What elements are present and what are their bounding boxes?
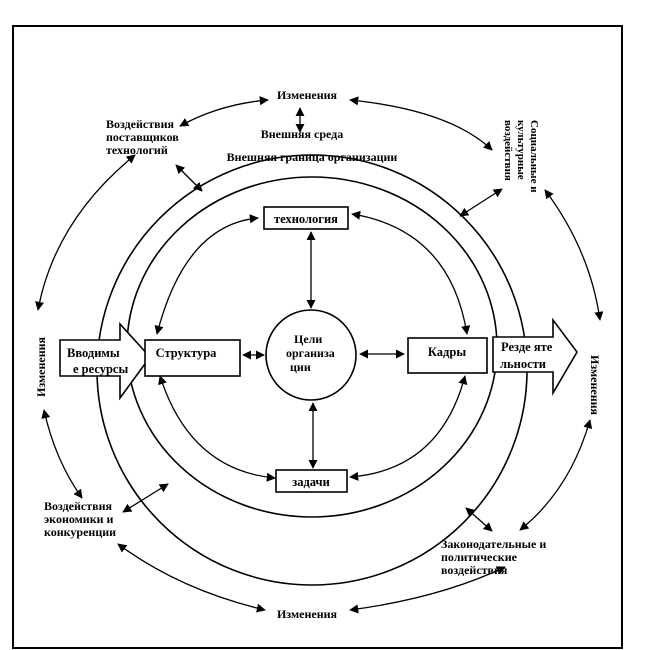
tasks-box xyxy=(275,469,348,493)
inner-arc-tech-structure xyxy=(154,214,259,335)
social-label-line1: Социальные и xyxy=(528,120,540,193)
legal-label-line2: политические xyxy=(441,550,518,564)
arc-top-left xyxy=(179,96,269,127)
social-label-line3: воздействия xyxy=(502,120,514,181)
economy-label-line2: экономики и xyxy=(44,512,114,526)
arc-left-upper xyxy=(35,154,136,311)
changes-left-label: Изменения xyxy=(34,336,48,397)
goals-circle xyxy=(265,309,357,401)
structure-box xyxy=(144,339,241,377)
structure-label: Структура xyxy=(156,346,218,360)
suppliers-label-line1: Воздействия xyxy=(106,117,175,131)
staff-box xyxy=(407,337,488,374)
social-label-line2: культурные xyxy=(515,120,527,180)
inner-arc-structure-tasks xyxy=(158,375,276,482)
changes-right-label: Изменения xyxy=(588,355,602,416)
arc-top-right xyxy=(349,96,493,151)
arrow-economy-boundary xyxy=(122,483,169,513)
arc-bottom-left xyxy=(117,543,266,613)
arrow-social-boundary xyxy=(459,188,503,217)
suppliers-label-line2: поставщиков xyxy=(106,130,179,144)
inputs-block-arrow xyxy=(59,321,152,401)
goals-label-line1: Цели xyxy=(294,332,322,346)
technology-box xyxy=(263,206,349,230)
external-environment-label: Внешняя среда xyxy=(261,127,344,141)
external-boundary-label: Внешняя граница организации xyxy=(227,150,398,164)
staff-label: Кадры xyxy=(428,345,466,359)
arc-left-lower xyxy=(41,409,83,499)
legal-label-line1: Законодательные и xyxy=(441,537,546,551)
goals-label-line3: ции xyxy=(290,360,311,374)
results-label-line2: льности xyxy=(500,357,546,371)
inner-arc-staff-tasks xyxy=(349,375,468,481)
arrow-suppliers-boundary xyxy=(175,164,203,192)
inputs-label-line1: Вводимы xyxy=(67,346,120,360)
technology-label: технология xyxy=(274,212,338,226)
legal-label-line3: воздействия xyxy=(441,563,508,577)
arc-right-lower xyxy=(519,419,593,531)
inputs-label-line2: е ресурсы xyxy=(73,362,128,376)
goals-label-line2: организа xyxy=(286,346,335,360)
social-label: Социальные и культурные воздействия xyxy=(502,120,540,193)
economy-label-line3: конкуренции xyxy=(44,525,116,539)
tasks-label: задачи xyxy=(292,475,330,489)
results-block-arrow xyxy=(492,317,578,396)
economy-label-line1: Воздействия xyxy=(44,499,113,513)
changes-bottom-label: Изменения xyxy=(277,607,338,621)
inner-arc-tech-staff xyxy=(351,210,471,335)
diagram-frame xyxy=(12,25,623,649)
arc-right-upper xyxy=(544,189,604,321)
arc-bottom-right xyxy=(349,566,506,614)
arrow-legal-boundary xyxy=(465,507,493,532)
results-label-line1: Резде яте xyxy=(501,340,553,354)
changes-top-label: Изменения xyxy=(277,88,338,102)
suppliers-label-line3: технологий xyxy=(106,143,168,157)
